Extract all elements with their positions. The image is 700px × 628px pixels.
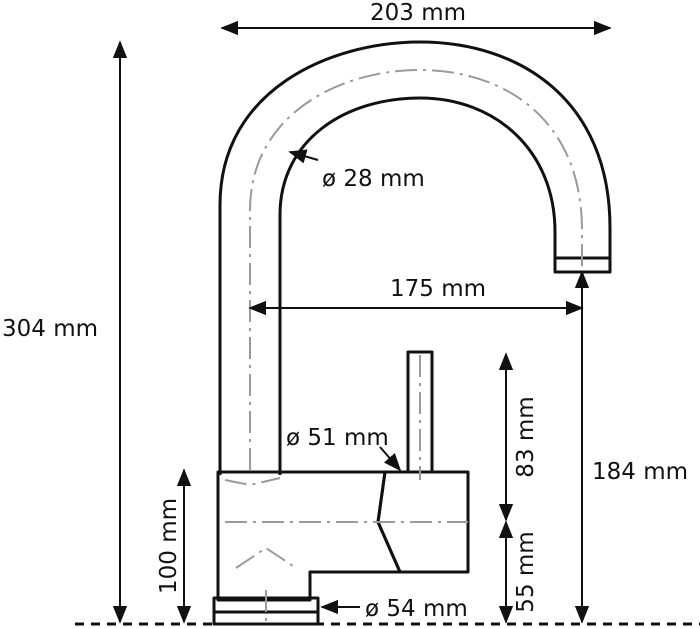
spout-diameter-label: ø 28 mm [322, 166, 425, 192]
base-arc-mark [235, 546, 297, 569]
lever-head [376, 470, 470, 574]
body-arc-mark [224, 477, 281, 487]
spout-pipe [218, 40, 612, 475]
outlet-height-label: 184 mm [592, 459, 688, 485]
body-diameter-label: ø 51 mm [286, 425, 389, 451]
spout-reach-label: 175 mm [390, 276, 486, 302]
spout-centerline [249, 68, 583, 470]
body-diameter-leader [379, 446, 402, 472]
overall-width-label: 203 mm [370, 0, 466, 26]
body-height-label: 100 mm [156, 498, 182, 594]
centerlines [224, 68, 583, 624]
dimension-lines [112, 20, 612, 624]
overall-height-label: 304 mm [2, 316, 98, 342]
mixer-body [216, 470, 402, 602]
lever-base-height-label: 55 mm [513, 531, 539, 612]
base-diameter-label: ø 54 mm [365, 596, 468, 622]
lever-height-label: 83 mm [513, 396, 539, 477]
spout-diameter-leader [288, 149, 319, 164]
faucet-outline [212, 40, 612, 626]
